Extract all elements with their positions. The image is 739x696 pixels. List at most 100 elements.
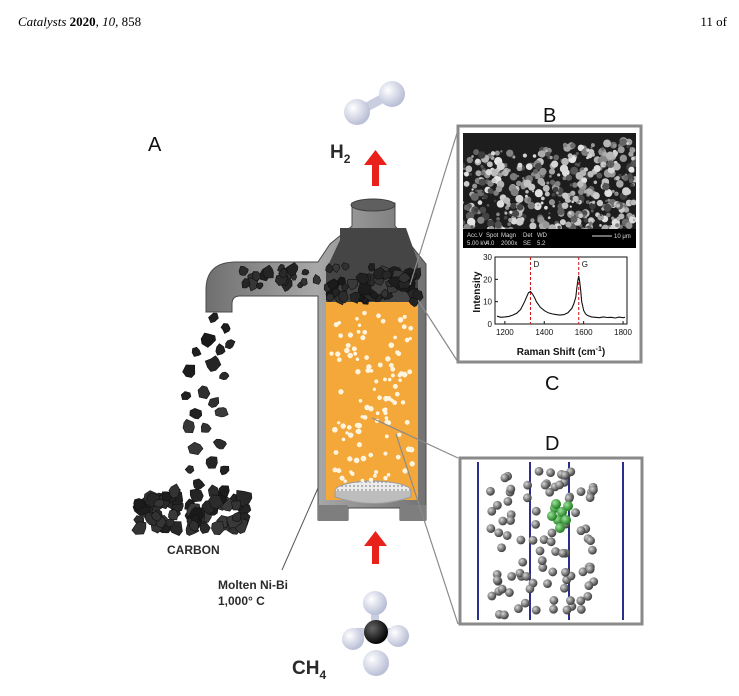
carbon-chunk [182, 419, 195, 434]
sem-grain [507, 222, 512, 226]
md-atom [487, 591, 497, 601]
x-tick-label: 1800 [614, 328, 632, 337]
md-atom [589, 485, 598, 495]
reactor-vessel [205, 198, 427, 521]
sem-grain [463, 223, 471, 231]
carbon-chunk [150, 511, 162, 522]
sem-grain [525, 163, 533, 170]
sem-grain [630, 183, 634, 187]
sem-info-text: WD [537, 233, 548, 239]
carbon-chunk [296, 282, 303, 289]
sem-grain [623, 204, 627, 208]
sem-grain [615, 203, 621, 208]
sem-grain [603, 164, 606, 167]
bubble [343, 479, 347, 483]
sem-grain [478, 178, 486, 186]
sem-grain [463, 220, 466, 225]
bubble [408, 325, 414, 331]
carbon-chunk [380, 288, 389, 298]
sem-grain [527, 201, 535, 210]
sem-grain [465, 165, 473, 173]
sem-grain [589, 202, 596, 210]
md-atom [562, 605, 572, 615]
bubble [337, 421, 341, 425]
bubble [365, 368, 371, 374]
sem-grain [549, 155, 553, 160]
bubble [383, 407, 388, 412]
sem-grain [506, 149, 514, 157]
carbon-chunk [398, 272, 412, 284]
bubble [398, 378, 402, 383]
panel-label-b: B [543, 105, 556, 127]
sem-grain [501, 170, 506, 176]
peak-label: D [533, 260, 539, 269]
bubble [347, 456, 353, 462]
sem-grain [548, 168, 556, 175]
carbon-chunk [255, 282, 264, 290]
carbon-layer [238, 262, 424, 307]
md-atom [540, 480, 550, 490]
sem-grain [625, 173, 628, 176]
sem-grain [524, 194, 528, 198]
sem-grain [464, 171, 470, 177]
sem-grain [581, 210, 588, 216]
sem-grain [611, 216, 615, 220]
bubble [376, 313, 381, 319]
md-atom [566, 596, 575, 605]
sem-grain [572, 182, 578, 188]
sem-grain [630, 218, 634, 222]
carbon-chunk [168, 508, 179, 521]
bubble [392, 383, 398, 389]
carbon-chunk [341, 262, 350, 271]
x-tick-label: 1400 [535, 328, 553, 337]
sem-grain [602, 182, 610, 191]
md-atom [546, 468, 555, 478]
carbon-chunk [381, 270, 392, 280]
md-carbon-atom [547, 511, 557, 521]
sem-grain [558, 200, 561, 203]
carbon-chunk [204, 355, 222, 372]
carbon-chunk [205, 456, 218, 469]
sem-grain [477, 216, 485, 224]
bubble [356, 428, 362, 435]
md-atom [585, 493, 595, 503]
article-number: 858 [121, 14, 142, 29]
sem-grain [604, 189, 613, 198]
sem-grain [530, 218, 535, 223]
carbon-chunk [207, 397, 220, 408]
sem-grain [538, 150, 546, 158]
sem-grain [522, 153, 527, 158]
carbon-chunk [208, 494, 224, 510]
sem-grain [554, 180, 561, 187]
sem-grain [569, 183, 573, 187]
sem-grain [599, 224, 602, 227]
carbon-chunk [131, 521, 147, 535]
sem-grain [480, 171, 485, 176]
bubble [354, 422, 360, 428]
sem-grain [553, 154, 560, 161]
carbon-chunk [182, 364, 196, 378]
sem-grain [614, 192, 618, 196]
sem-info-text: 2000x [501, 241, 517, 247]
md-atom [560, 470, 570, 480]
bubble [395, 391, 400, 397]
sem-grain [523, 179, 532, 188]
sem-grain [468, 172, 472, 177]
sem-grain [537, 204, 540, 207]
sem-grain [579, 170, 587, 177]
sem-grain [593, 180, 598, 185]
sem-grain [503, 197, 511, 205]
md-carbon-atom [551, 499, 561, 509]
y-tick-label: 20 [483, 275, 492, 284]
sem-grain [628, 166, 635, 173]
y-tick-label: 10 [483, 298, 492, 307]
sem-grain [540, 201, 544, 205]
carbon-chunk [192, 478, 206, 490]
sem-grain [590, 143, 595, 148]
sem-grain [629, 147, 632, 150]
sem-grain [562, 176, 567, 181]
carbon-chunk [188, 519, 199, 533]
md-atom [494, 528, 504, 538]
gas-bubbles [329, 310, 415, 483]
md-atom [492, 575, 502, 585]
